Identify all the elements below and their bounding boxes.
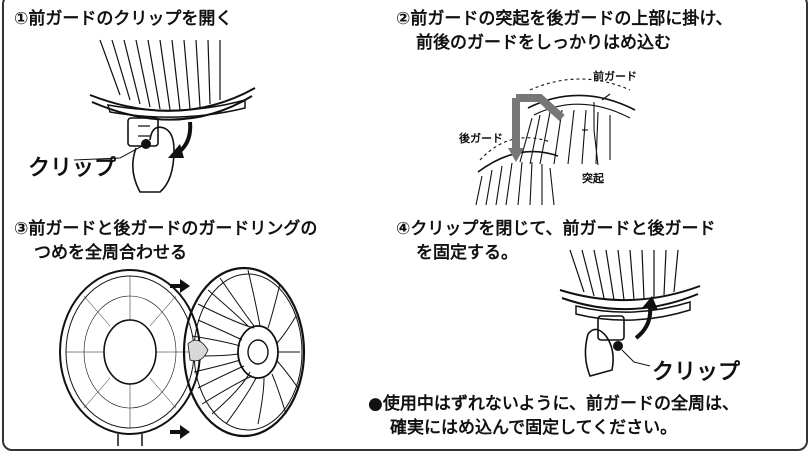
note-line2: 確実にはめ込んで固定してください。: [390, 418, 678, 438]
rear-guard-label: 後ガード: [459, 132, 503, 145]
arrow-top-head: [180, 279, 190, 293]
open-arrow-head: [168, 144, 184, 158]
front-guard-label: 前ガード: [593, 70, 637, 83]
note-line1: ●使用中はずれないように、前ガードの全周は、: [368, 394, 739, 414]
step4-text: ④クリップを閉じて、前ガードと後ガード を固定する。: [396, 217, 716, 265]
arrow-bottom-head: [180, 425, 190, 439]
step1-text: ①前ガードのクリップを開く: [14, 7, 232, 31]
step4-line1: ④クリップを閉じて、前ガードと後ガード: [396, 219, 716, 239]
clip-marker-step4: [613, 341, 623, 351]
hook-path: [516, 94, 565, 121]
step2-line1: ②前ガードの突起を後ガードの上部に掛け、: [396, 9, 733, 29]
step3-line2: つめを全周合わせる: [34, 243, 187, 263]
close-arrow-head: [642, 296, 658, 310]
step2-line2: 前後のガードをしっかりはめ込む: [416, 33, 671, 53]
close-arrow-shaft: [634, 305, 653, 340]
down-arrow-head: [508, 148, 524, 162]
step3-illustration: [59, 266, 306, 446]
step2-illustration: [475, 78, 636, 206]
step3-text: ③前ガードと後ガードのガードリングの つめを全周合わせる: [14, 217, 317, 265]
usage-note: ●使用中はずれないように、前ガードの全周は、 確実にはめ込んで固定してください。: [368, 392, 739, 440]
clip-label-step1: クリップ: [28, 156, 117, 181]
step2-text: ②前ガードの突起を後ガードの上部に掛け、 前後のガードをしっかりはめ込む: [396, 7, 733, 55]
step1-illustration: [73, 39, 256, 193]
step4-illustration: [559, 249, 701, 377]
clip-label-step4: クリップ: [652, 360, 741, 385]
step4-line2: を固定する。: [416, 243, 518, 263]
step3-line1: ③前ガードと後ガードのガードリングの: [14, 219, 318, 239]
protrusion-label: 突起: [582, 172, 604, 185]
step1-line1: ①前ガードのクリップを開く: [14, 9, 233, 29]
